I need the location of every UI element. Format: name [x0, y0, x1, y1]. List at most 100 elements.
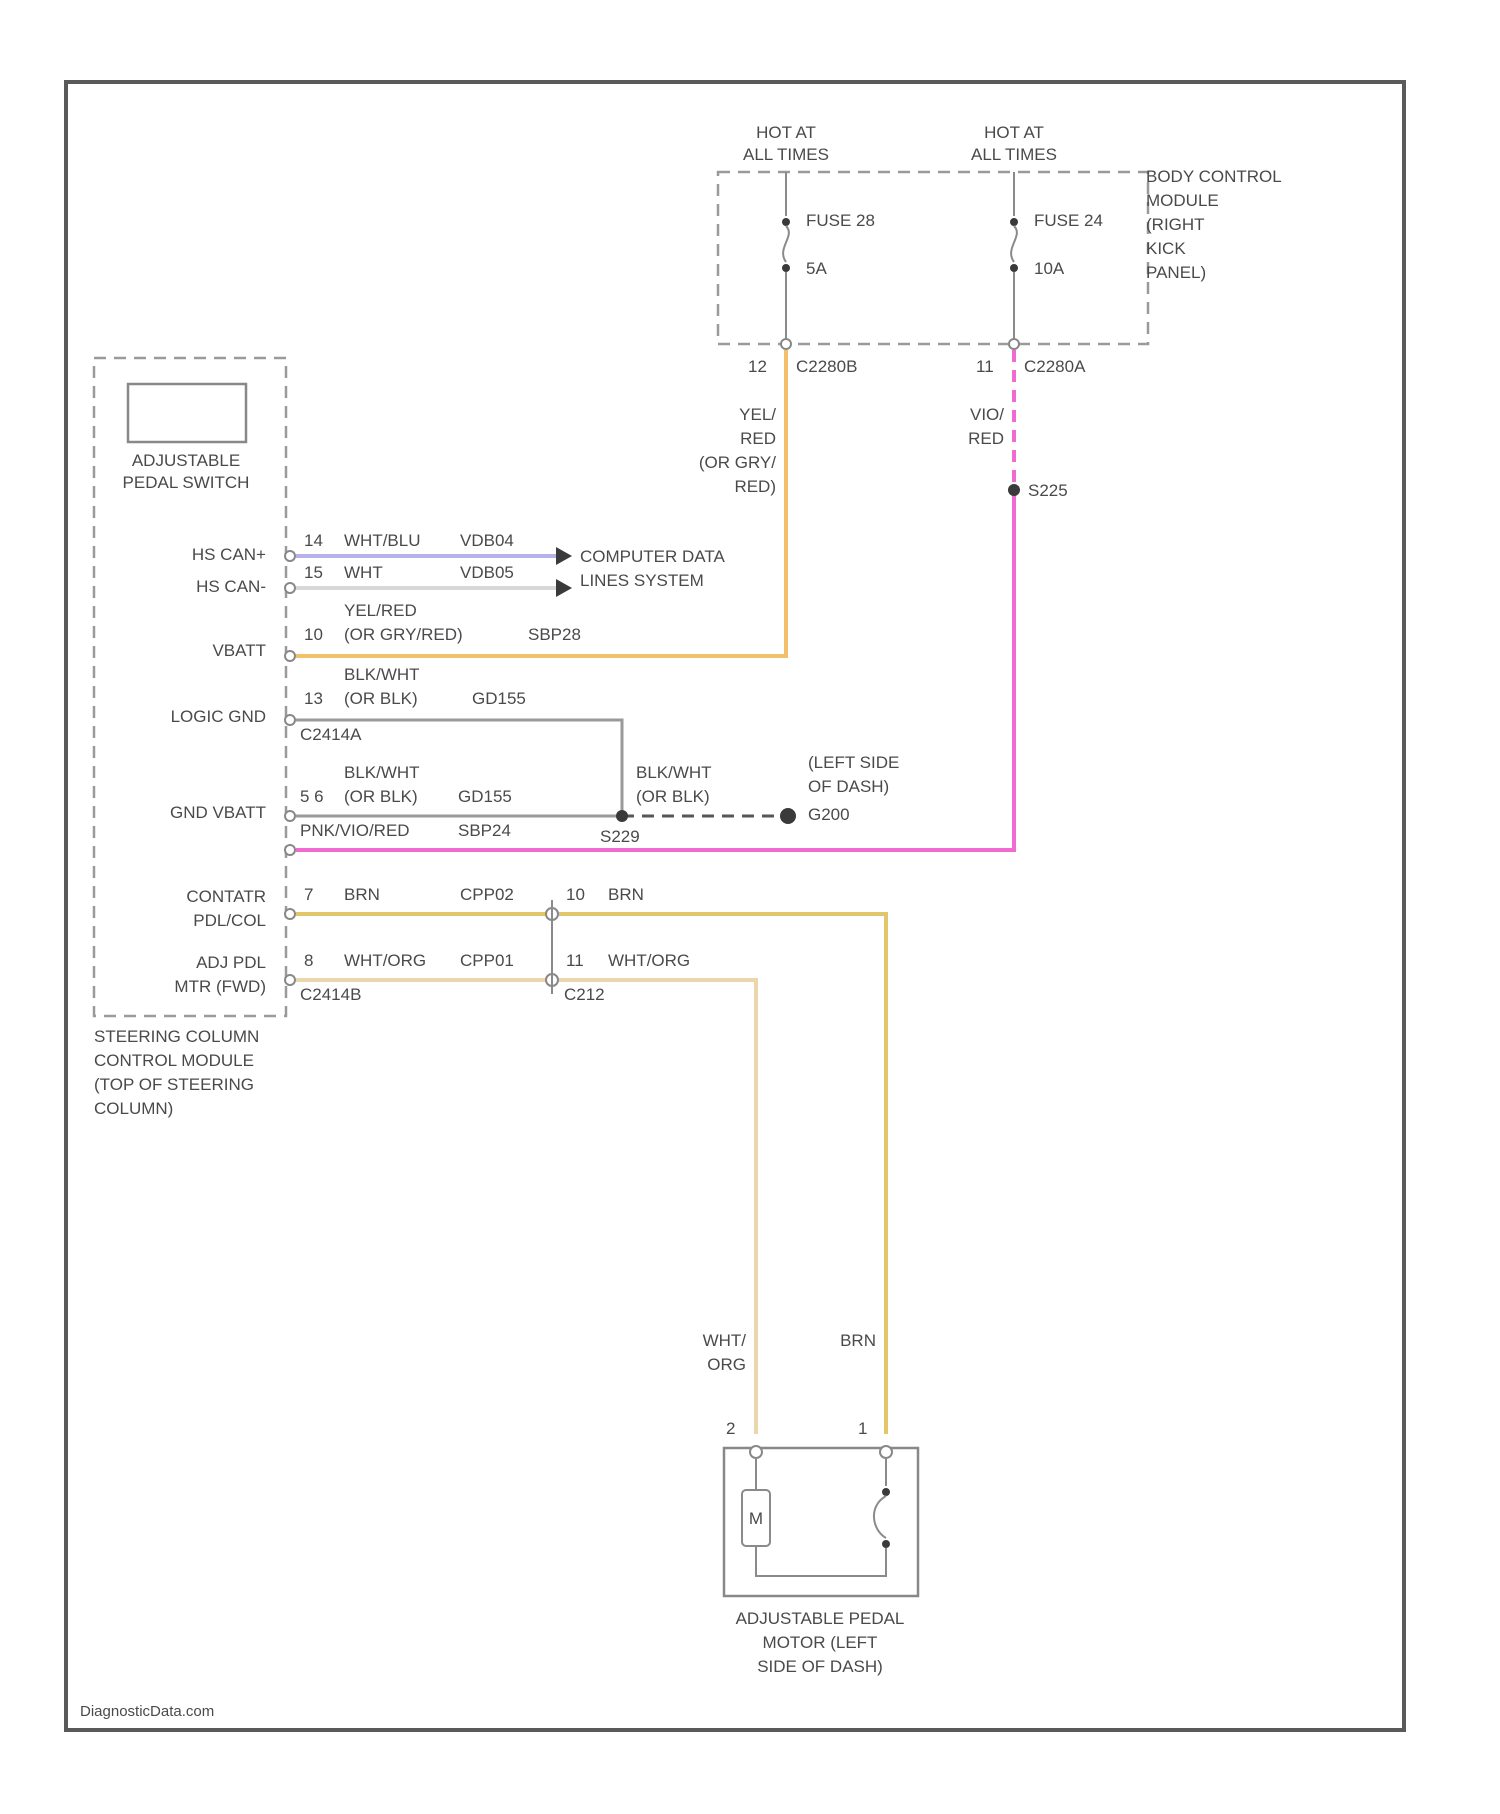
sccm-pin-8 [285, 975, 295, 985]
logic-color-line2: (OR BLK) [344, 689, 418, 708]
brn-circuit: CPP02 [460, 885, 514, 904]
pin-adj-pdl-line1: ADJ PDL [196, 953, 266, 972]
motor-pin-2-circle [750, 1446, 762, 1458]
wo-circuit: CPP01 [460, 951, 514, 970]
sccm-pin-13 [285, 715, 295, 725]
hot-at-all-times-2-line1: HOT AT [984, 123, 1044, 142]
hot-at-all-times-1-line1: HOT AT [756, 123, 816, 142]
logic-pin: 13 [304, 689, 323, 708]
switch-label-line2: PEDAL SWITCH [123, 473, 250, 492]
bcm-connector-c2280a: C2280A [1024, 357, 1086, 376]
fuse-2-name: FUSE 24 [1034, 211, 1103, 230]
motor-switch-contact [874, 1496, 886, 1538]
wire-vio-label-line2: RED [968, 429, 1004, 448]
watermark: DiagnosticData.com [80, 1703, 214, 1720]
logic-circuit: GD155 [472, 689, 526, 708]
splice-s225-label: S225 [1028, 481, 1068, 500]
sccm-label-line3: (TOP OF STEERING [94, 1075, 254, 1094]
fuse-2-bottom-dot [1010, 264, 1018, 272]
motor-label-line2: MOTOR (LEFT [763, 1633, 878, 1652]
ground-wire-color-line1: BLK/WHT [636, 763, 712, 782]
vbatt-color-line1: YEL/RED [344, 601, 417, 620]
fuse-1-rating: 5A [806, 259, 827, 278]
gnd-color-line2: (OR BLK) [344, 787, 418, 806]
can1-circuit: VDB04 [460, 531, 514, 550]
steering-column-module: ADJUSTABLE PEDAL SWITCH HS CAN+ HS CAN- … [94, 358, 295, 1118]
wo-pin: 8 [304, 951, 313, 970]
fuse-2-rating: 10A [1034, 259, 1065, 278]
brn-color2: BRN [608, 885, 644, 904]
motor-label-line1: ADJUSTABLE PEDAL [736, 1609, 905, 1628]
bcm-pin-12 [781, 339, 791, 349]
ground-location-line2: OF DASH) [808, 777, 889, 796]
bcm-pin-12-number: 12 [748, 357, 767, 376]
sccm-pin-vio [285, 845, 295, 855]
wo-pin2: 11 [566, 951, 584, 970]
wo-color: WHT/ORG [344, 951, 426, 970]
gnd-vio-color: PNK/VIO/RED [300, 821, 410, 840]
can2-pin: 15 [304, 563, 323, 582]
bcm-dashed-box [718, 172, 1148, 344]
connector-c2414a: C2414A [300, 725, 362, 744]
wire-yel-label-line3: (OR GRY/ [699, 453, 776, 472]
fuse-2-element [1011, 226, 1017, 262]
switch-label-line1: ADJUSTABLE [132, 451, 240, 470]
motor-label-line3: SIDE OF DASH) [757, 1657, 883, 1676]
wire-wht-org [296, 980, 756, 1434]
bcm-label-line3: (RIGHT [1146, 215, 1205, 234]
body-control-module: HOT AT ALL TIMES HOT AT ALL TIMES FUSE 2… [718, 123, 1282, 376]
splice-s229-dot [616, 810, 628, 822]
bcm-connector-c2280b: C2280B [796, 357, 857, 376]
pin-hs-can-plus: HS CAN+ [192, 545, 266, 564]
hot-at-all-times-2-line2: ALL TIMES [971, 145, 1057, 164]
sccm-pin-5-6 [285, 811, 295, 821]
vbatt-pin: 10 [304, 625, 323, 644]
motor-wire2-label: BRN [840, 1331, 876, 1350]
wire-vio-label-line1: VIO/ [970, 405, 1004, 424]
motor-switch-bottom-dot [882, 1540, 890, 1548]
ground-g200-dot [780, 808, 796, 824]
splice-s225-dot [1008, 484, 1020, 496]
motor-switch-top-dot [882, 1488, 890, 1496]
motor-pin-2: 2 [726, 1419, 735, 1438]
fuse-1-top-dot [782, 218, 790, 226]
motor-wire1-line2: ORG [707, 1355, 746, 1374]
can2-color: WHT [344, 563, 383, 582]
vbatt-color-line2: (OR GRY/RED) [344, 625, 463, 644]
sccm-pin-14 [285, 551, 295, 561]
sccm-pin-15 [285, 583, 295, 593]
pin-hs-can-minus: HS CAN- [196, 577, 266, 596]
motor-symbol-m: M [749, 1509, 763, 1528]
can1-color: WHT/BLU [344, 531, 421, 550]
hot-at-all-times-1-line2: ALL TIMES [743, 145, 829, 164]
pin-contactor-line2: PDL/COL [193, 911, 266, 930]
fuse-1-bottom-dot [782, 264, 790, 272]
fuse-1-name: FUSE 28 [806, 211, 875, 230]
can-plus-arrow [556, 547, 572, 565]
sccm-label-line2: CONTROL MODULE [94, 1051, 254, 1070]
pin-gnd-vbatt: GND VBATT [170, 803, 266, 822]
brn-color: BRN [344, 885, 380, 904]
brn-pin: 7 [304, 885, 313, 904]
gnd-circuit: GD155 [458, 787, 512, 806]
sccm-pin-7 [285, 909, 295, 919]
pin-adj-pdl-line2: MTR (FWD) [174, 977, 266, 996]
motor-return-wire [756, 1546, 886, 1576]
bcm-label-line4: KICK [1146, 239, 1186, 258]
motor-pin-1: 1 [858, 1419, 867, 1438]
adjustable-pedal-switch-box [128, 384, 246, 442]
ground-location-line1: (LEFT SIDE [808, 753, 899, 772]
fuse-2-top-dot [1010, 218, 1018, 226]
pin-vbatt: VBATT [212, 641, 266, 660]
can2-circuit: VDB05 [460, 563, 514, 582]
vbatt-circuit: SBP28 [528, 625, 581, 644]
wo-color2: WHT/ORG [608, 951, 690, 970]
gnd-pin: 5 6 [300, 787, 324, 806]
wire-yel-label-line4: RED) [734, 477, 776, 496]
bcm-pin-11-number: 11 [976, 357, 994, 376]
brn-pin2: 10 [566, 885, 585, 904]
fuse-1-element [783, 226, 789, 262]
gnd-vio-circuit: SBP24 [458, 821, 511, 840]
connector-c2414b: C2414B [300, 985, 361, 1004]
